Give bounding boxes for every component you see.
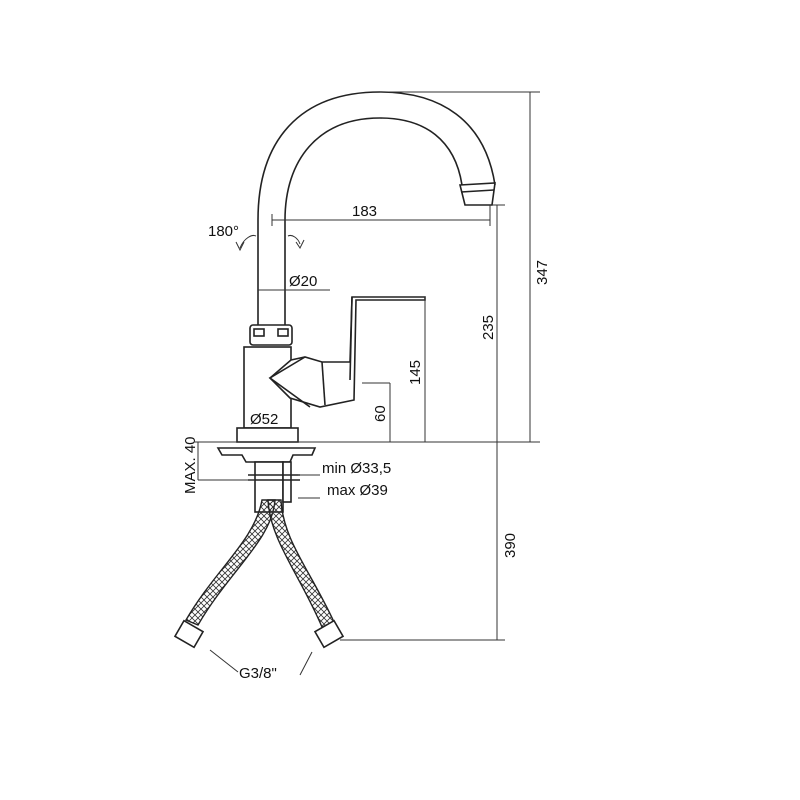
label-spout-reach: 183 (352, 203, 377, 220)
hose-nut-left (173, 619, 205, 649)
faucet-body (236, 296, 426, 443)
label-tube-diameter: Ø20 (289, 273, 317, 290)
label-outlet-height: 60 (372, 405, 389, 422)
handle (268, 296, 426, 408)
aerator (458, 182, 496, 206)
flexible-hoses (173, 499, 345, 649)
label-hole-min: min Ø33,5 (322, 460, 391, 477)
hose-nut-right (313, 619, 345, 649)
rotate-arrow-right (287, 235, 301, 245)
label-handle-height: 145 (407, 360, 424, 385)
label-total-height: 347 (534, 260, 551, 285)
mounting-kit (216, 447, 317, 513)
label-max-thickness: MAX. 40 (182, 436, 199, 494)
label-base-diameter: Ø52 (250, 411, 278, 428)
label-hole-max: max Ø39 (327, 482, 388, 499)
label-spout-height: 235 (480, 315, 497, 340)
label-rotation: 180° (208, 223, 239, 240)
label-connection: G3/8" (239, 665, 277, 682)
rotate-arrow-left (239, 235, 257, 249)
dimension-lines (197, 91, 540, 676)
label-hose-length: 390 (502, 533, 519, 558)
spout (257, 91, 496, 330)
